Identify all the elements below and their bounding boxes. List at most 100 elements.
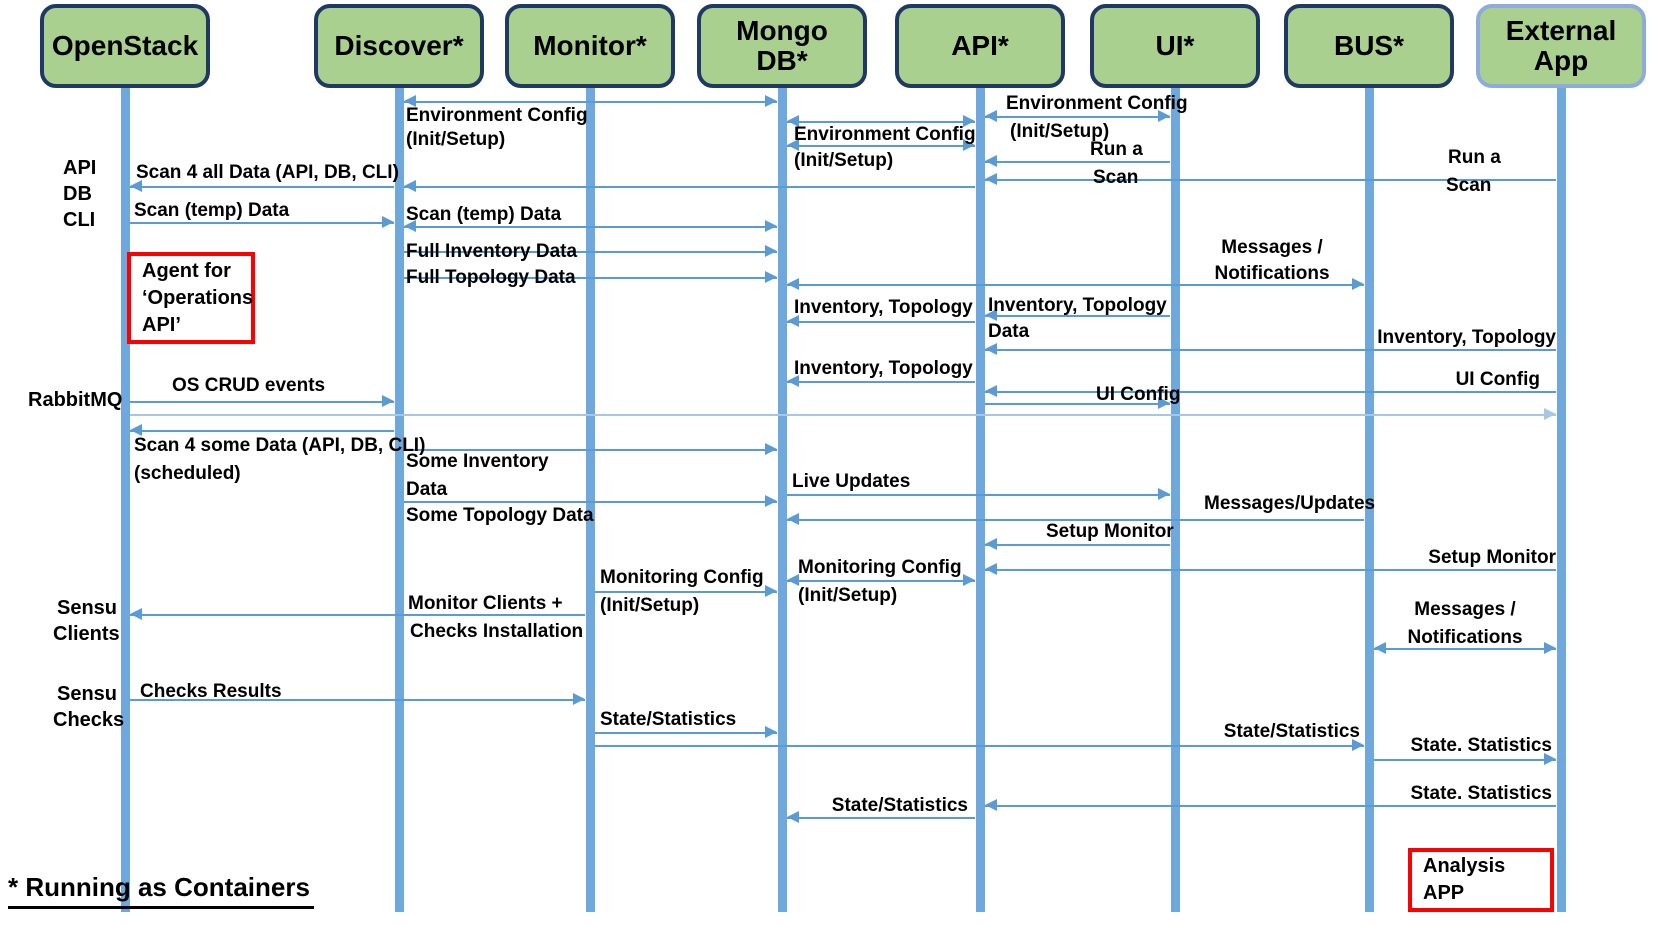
arrowhead-right: [765, 726, 777, 738]
message-discover-to-mongodb: [404, 277, 777, 279]
message-label: Environment Config: [406, 105, 588, 126]
message-mongodb-to-api: [787, 121, 975, 123]
arrowhead-right: [963, 139, 975, 151]
lifeline-mongodb: [777, 88, 787, 912]
arrowhead-right: [1158, 110, 1170, 122]
message-openstack-to-monitor: [130, 699, 585, 701]
message-mongodb-to-bus: [787, 519, 1364, 521]
message-label: Scan: [1093, 167, 1139, 188]
message-label: Scan: [1446, 175, 1492, 196]
message-label: Checks Installation: [410, 621, 584, 642]
message-api-to-ui: [985, 315, 1170, 317]
arrowhead-right: [765, 585, 777, 597]
message-label: State/Statistics: [831, 795, 968, 816]
message-monitor-to-mongodb: [595, 591, 777, 593]
arrowhead-left: [787, 513, 799, 525]
message-label: Monitoring Config: [600, 567, 764, 588]
side-label: Sensu: [57, 683, 118, 705]
arrowhead-right: [963, 115, 975, 127]
arrowhead-right: [765, 220, 777, 232]
message-label: Scan (temp) Data: [134, 200, 290, 221]
side-label: API: [63, 157, 97, 179]
message-mongodb-to-api: [787, 321, 975, 323]
arrowhead-left: [985, 110, 997, 122]
lifeline-discover: [394, 88, 404, 912]
message-openstack-to-discover: [130, 222, 394, 224]
message-label: State. Statistics: [1410, 735, 1553, 756]
message-mongodb-to-ui: [787, 494, 1170, 496]
arrowhead-right: [1352, 278, 1364, 290]
side-label: DB: [63, 183, 92, 205]
lifeline-bus: [1364, 88, 1374, 912]
arrowhead-left: [787, 811, 799, 823]
message-label: (Init/Setup): [798, 585, 898, 606]
message-label: Full Topology Data: [406, 267, 576, 288]
message-label: Data: [406, 479, 448, 500]
message-discover-to-mongodb: [404, 226, 777, 228]
side-label: Sensu: [57, 597, 118, 619]
footer-note: * Running as Containers: [8, 872, 314, 909]
arrowhead-left: [130, 424, 142, 436]
message-api-to-ui: [985, 544, 1170, 546]
arrowhead-left: [404, 95, 416, 107]
participant-box-api: API*: [895, 4, 1065, 88]
message-bus-to-external-app: [1374, 648, 1556, 650]
message-label: Inventory, Topology: [794, 358, 973, 379]
lifeline-openstack: [120, 88, 130, 912]
side-label: Clients: [53, 623, 120, 645]
arrowhead-left: [787, 115, 799, 127]
lifeline-external-app: [1556, 88, 1566, 912]
arrowhead-left: [985, 155, 997, 167]
message-label: State/Statistics: [1223, 721, 1360, 742]
participant-box-mongodb: Mongo DB*: [697, 4, 867, 88]
message-label: Run a: [1448, 147, 1501, 168]
message-label: Scan (temp) Data: [406, 204, 562, 225]
message-label: Run a: [1090, 139, 1143, 160]
participant-box-external-app: External App: [1476, 4, 1646, 88]
message-label: UI Config: [1455, 369, 1540, 390]
message-mongodb-to-api: [787, 817, 975, 819]
message-label: (Init/Setup): [600, 595, 700, 616]
arrowhead-right: [382, 395, 394, 407]
message-discover-to-mongodb: [404, 501, 777, 503]
message-label: Notifications: [1214, 263, 1330, 284]
participant-box-ui: UI*: [1090, 4, 1260, 88]
arrowhead-right: [765, 245, 777, 257]
lifeline-api: [975, 88, 985, 912]
message-label: Some Inventory: [406, 451, 549, 472]
arrowhead-left: [404, 220, 416, 232]
message-api-to-ui: [985, 403, 1170, 405]
arrowhead-left: [985, 309, 997, 321]
message-api-to-external-app: [985, 179, 1556, 181]
message-api-to-external-app: [985, 391, 1556, 393]
side-label: Checks: [53, 709, 125, 731]
arrowhead-right: [1544, 408, 1556, 420]
side-label: CLI: [63, 209, 96, 231]
message-label: Scan 4 all Data (API, DB, CLI): [136, 162, 399, 183]
arrowhead-right: [765, 271, 777, 283]
message-label: Scan 4 some Data (API, DB, CLI): [134, 435, 426, 456]
message-discover-to-mongodb: [404, 449, 777, 451]
arrowhead-right: [1544, 642, 1556, 654]
message-bus-to-external-app: [1374, 759, 1556, 761]
message-mongodb-to-bus: [787, 284, 1364, 286]
arrowhead-right: [765, 95, 777, 107]
message-label: Setup Monitor: [1428, 547, 1556, 568]
message-label: Inventory, Topology: [794, 297, 973, 318]
arrowhead-left: [787, 315, 799, 327]
message-label: UI Config: [1096, 384, 1181, 405]
message-label: Monitoring Config: [798, 557, 962, 578]
arrowhead-right: [1352, 739, 1364, 751]
message-mongodb-to-api: [787, 145, 975, 147]
message-monitor-to-bus: [595, 745, 1364, 747]
arrowhead-left: [1374, 642, 1386, 654]
message-openstack-to-discover: [130, 186, 394, 188]
message-label: Some Topology Data: [406, 505, 594, 526]
message-mongodb-to-api: [787, 580, 975, 582]
message-openstack-to-monitor: [130, 614, 585, 616]
message-label: Live Updates: [792, 471, 911, 492]
arrowhead-right: [765, 443, 777, 455]
arrowhead-left: [404, 180, 416, 192]
message-api-to-external-app: [985, 349, 1556, 351]
message-label: Data: [988, 321, 1030, 342]
